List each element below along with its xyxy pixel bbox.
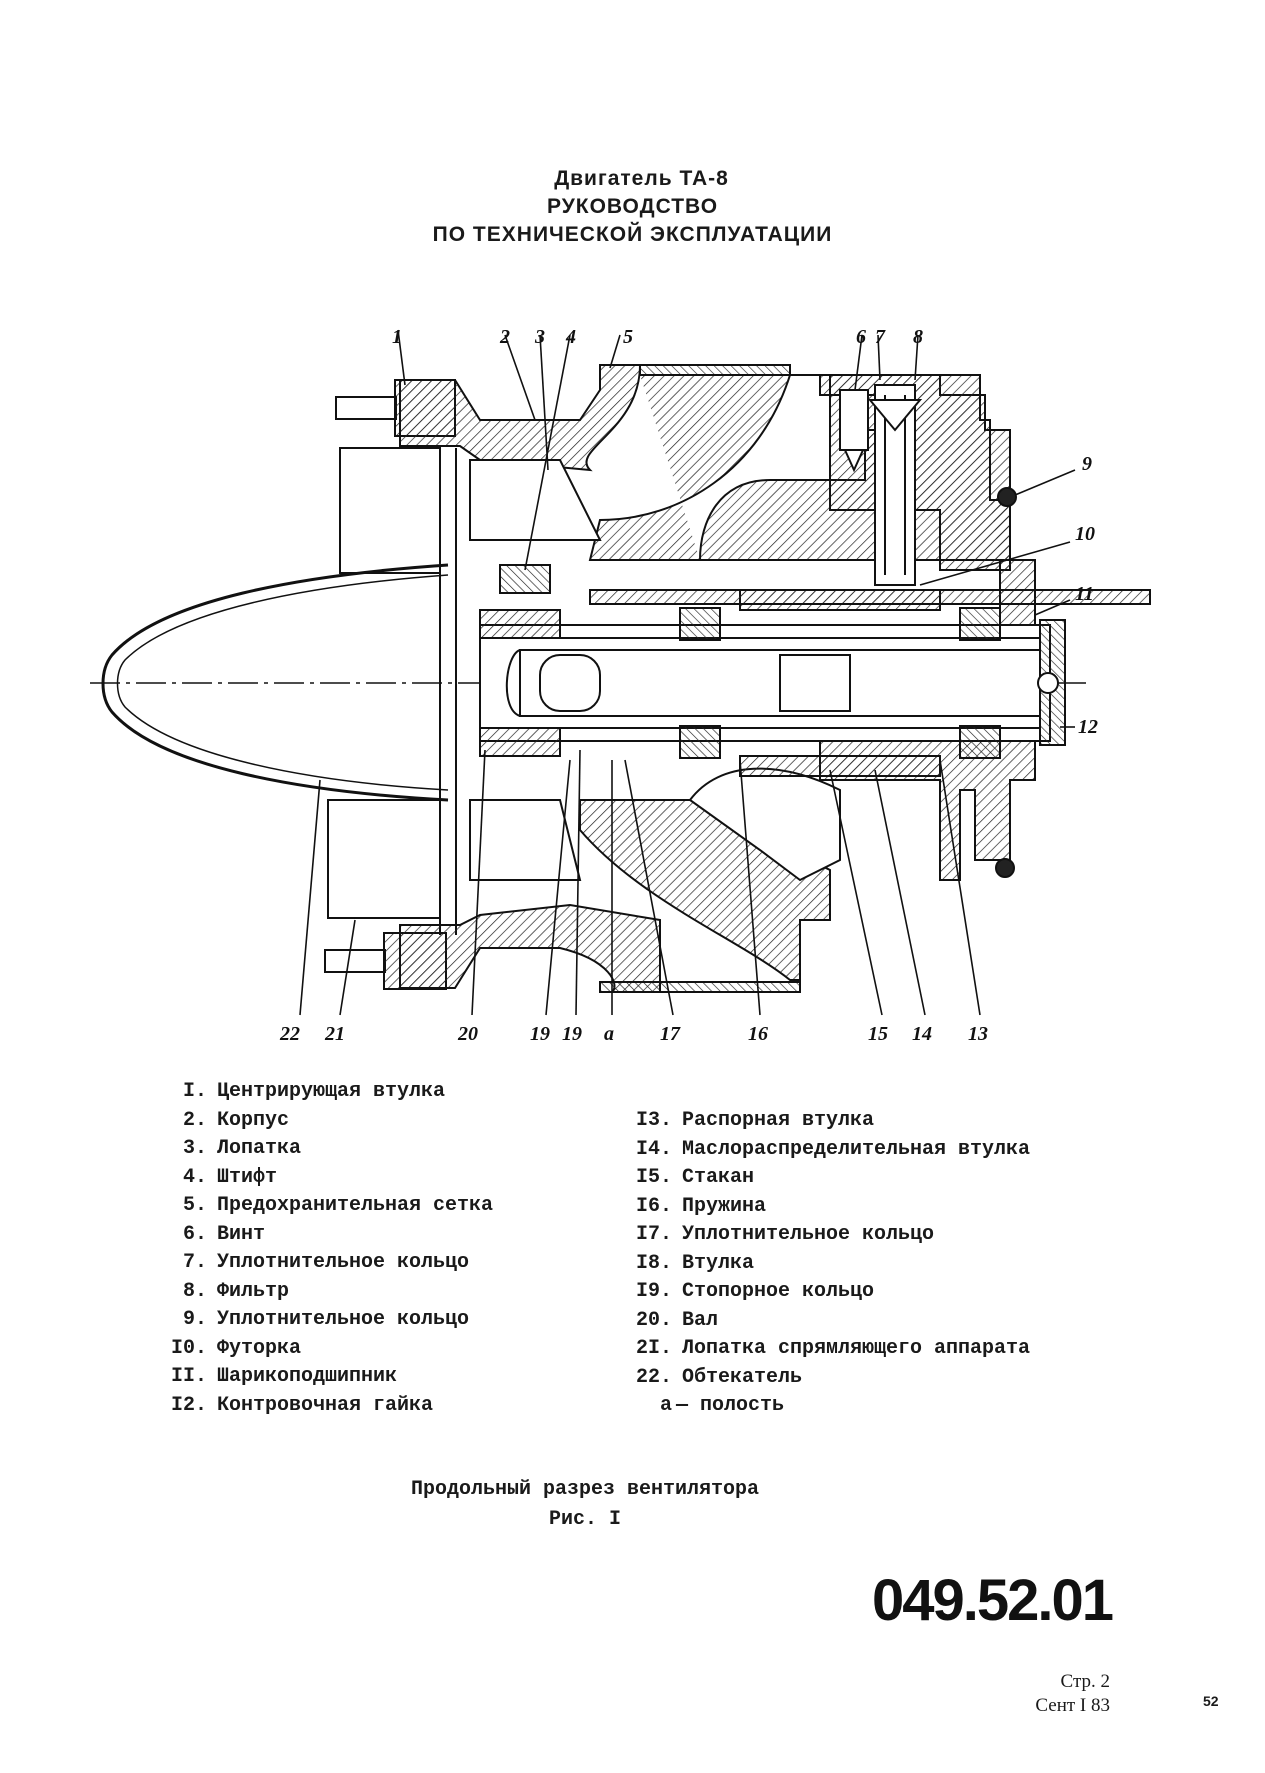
rear-flange xyxy=(819,499,1036,881)
legend-item: 22.Обтекатель xyxy=(635,1365,803,1389)
legend-item: 2I.Лопатка спрямляющего аппарата xyxy=(635,1337,1031,1360)
callout-3: 3 xyxy=(534,326,545,348)
callout-10: 10 xyxy=(1075,523,1095,545)
legend-item: 8.Фильтр xyxy=(182,1279,290,1303)
callout-21: 21 xyxy=(324,1023,345,1045)
manual-title: РУКОВОДСТВО xyxy=(546,195,719,218)
legend-item: I3.Распорная втулка xyxy=(635,1109,875,1132)
sheet-number: Стр. 2 xyxy=(1060,1671,1110,1692)
callout-19a: 19 xyxy=(530,1023,550,1045)
callout-16: 16 xyxy=(748,1023,768,1045)
callout-20: 20 xyxy=(457,1023,478,1045)
legend-item: 20.Вал xyxy=(635,1308,719,1332)
spacer-sleeve xyxy=(779,654,851,712)
callout-12: 12 xyxy=(1078,716,1098,738)
callout-8: 8 xyxy=(913,326,923,348)
legend-item: 7.Уплотнительное кольцо xyxy=(182,1251,470,1274)
figure-caption: Продольный разрез вентилятора Рис. I xyxy=(0,1475,1170,1535)
callout-17: 17 xyxy=(660,1023,681,1045)
bearing-front-lower xyxy=(679,725,721,759)
caption-figure-number: Рис. I xyxy=(548,1508,621,1531)
callout-9: 9 xyxy=(1082,453,1092,475)
front-bolt-top xyxy=(335,396,397,420)
parts-legend-right: I3.Распорная втулка I4.Маслораспределите… xyxy=(620,1107,1030,1421)
o-ring-9 xyxy=(997,487,1017,507)
parts-legend-left: I.Центрирующая втулка 2.Корпус 3.Лопатка… xyxy=(155,1078,493,1420)
legend-item: 6.Винт xyxy=(182,1222,266,1246)
legend-item: I0.Футорка xyxy=(170,1336,302,1360)
sheet-info: Стр. 2 Сент I 83 xyxy=(1010,1670,1110,1718)
callout-19b: 19 xyxy=(562,1023,582,1045)
legend-item: 9.Уплотнительное кольцо xyxy=(182,1308,470,1331)
legend-item: I7.Уплотнительное кольцо xyxy=(635,1223,935,1246)
document-number: 049.52.01 xyxy=(872,1568,1114,1633)
legend-item: I9.Стопорное кольцо xyxy=(635,1280,875,1303)
callout-15: 15 xyxy=(868,1023,888,1045)
stator-block-lower xyxy=(327,799,441,919)
fan-blade xyxy=(469,459,602,541)
bearing-rear-upper xyxy=(959,607,1001,641)
callout-2: 2 xyxy=(499,326,510,348)
legend-item: 2.Корпус xyxy=(182,1108,290,1132)
casing-top xyxy=(399,364,642,472)
callout-4: 4 xyxy=(565,326,576,348)
callout-5: 5 xyxy=(623,326,633,348)
oil-sleeve-lower xyxy=(739,755,941,777)
legend-item: 3.Лопатка xyxy=(182,1137,302,1160)
legend-item: а— полость xyxy=(659,1394,785,1417)
issue-date: Сент I 83 xyxy=(1035,1695,1110,1716)
callout-22: 22 xyxy=(279,1023,300,1045)
legend-item: I4.Маслораспределительная втулка xyxy=(635,1137,1031,1161)
engine-title: Двигатель ТА-8 xyxy=(554,167,729,190)
bearing-rear-lower xyxy=(959,725,1001,759)
legend-item: I2.Контровочная гайка xyxy=(170,1393,434,1417)
callout-1: 1 xyxy=(392,326,402,348)
legend-item: I6.Пружина xyxy=(635,1194,767,1218)
legend-item: I.Центрирующая втулка xyxy=(182,1080,446,1103)
document-header: Двигатель ТА-8 РУКОВОДСТВО ПО ТЕХНИЧЕСКО… xyxy=(0,165,1265,249)
guard-mesh-top xyxy=(639,364,791,376)
legend-item: 4.Штифт xyxy=(182,1165,278,1189)
callout-14: 14 xyxy=(912,1023,932,1045)
fan-cross-section-drawing: 1 2 3 4 5 6 7 8 9 10 11 12 22 21 20 19 1… xyxy=(90,326,1151,1045)
front-bolt-bottom xyxy=(324,949,386,973)
guard-mesh-bottom xyxy=(599,981,801,993)
page-number: 52 xyxy=(1203,1693,1219,1709)
bearing-front-upper xyxy=(679,607,721,641)
manual-subtitle: ПО ТЕХНИЧЕСКОЙ ЭКСПЛУАТАЦИИ xyxy=(432,223,833,246)
callout-13: 13 xyxy=(968,1023,988,1045)
stator-block-upper xyxy=(339,447,441,574)
legend-item: I5.Стакан xyxy=(635,1166,755,1189)
callout-a: a xyxy=(604,1023,614,1045)
legend-item: I8.Втулка xyxy=(635,1251,755,1275)
spinner-cone xyxy=(101,563,449,802)
legend-item: II.Шарикоподшипник xyxy=(170,1365,398,1388)
callout-7: 7 xyxy=(875,326,886,348)
screw-head xyxy=(839,389,869,451)
caption-title: Продольный разрез вентилятора xyxy=(410,1478,760,1501)
legend-item: 5.Предохранительная сетка xyxy=(182,1194,494,1217)
callout-11: 11 xyxy=(1075,583,1094,605)
callout-6: 6 xyxy=(856,326,866,348)
